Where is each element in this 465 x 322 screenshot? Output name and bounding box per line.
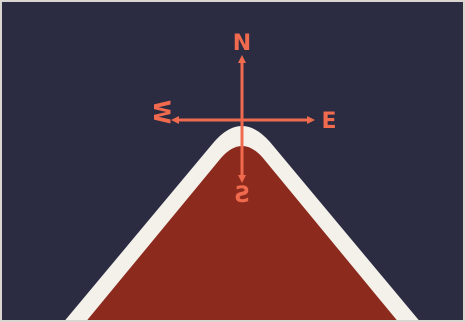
compass-rose (174, 58, 312, 180)
label-north: N (233, 31, 251, 56)
label-east: E (321, 109, 336, 134)
label-south: S (234, 183, 250, 208)
label-west: W (148, 100, 173, 124)
